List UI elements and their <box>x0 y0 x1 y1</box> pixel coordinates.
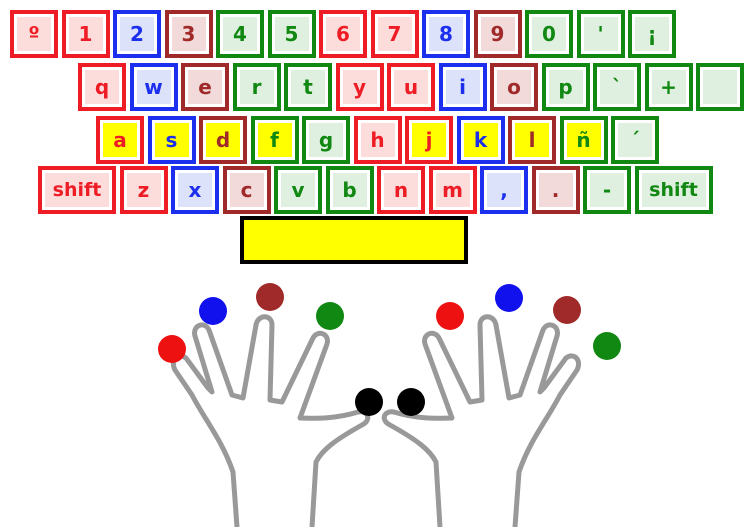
right-hand <box>384 317 578 527</box>
right-ring-dot <box>553 296 581 324</box>
left-ring-dot <box>199 297 227 325</box>
left-pinky-dot <box>158 335 186 363</box>
right-thumb-dot <box>397 388 425 416</box>
right-pinky-dot <box>593 332 621 360</box>
left-middle-dot <box>256 283 284 311</box>
right-middle-dot <box>495 284 523 312</box>
left-index-dot <box>316 302 344 330</box>
right-index-dot <box>436 302 464 330</box>
left-hand <box>173 317 367 527</box>
left-thumb-dot <box>355 388 383 416</box>
